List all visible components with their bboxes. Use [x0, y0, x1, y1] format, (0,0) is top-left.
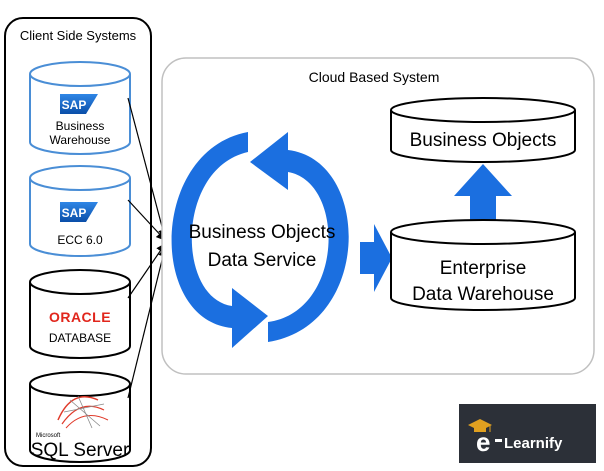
system-label: ECC 6.0 — [57, 233, 103, 247]
svg-text:SAP: SAP — [62, 98, 87, 112]
cloud-panel-title: Cloud Based System — [309, 69, 440, 85]
sql-server-logo-icon — [57, 395, 109, 429]
system-label: Warehouse — [50, 133, 111, 147]
warehouse-label: Data Warehouse — [412, 284, 554, 305]
microsoft-label: Microsoft — [36, 433, 61, 439]
business-objects-database: Business Objects — [390, 97, 576, 163]
warehouse-label: Enterprise — [440, 258, 527, 279]
sap-ecc-database: SAP ECC 6.0 — [29, 165, 131, 257]
system-label: DATABASE — [49, 331, 111, 345]
logo-letter: e — [476, 427, 490, 457]
sap-logo: SAP — [60, 202, 98, 222]
system-label: Business — [56, 119, 105, 133]
sql-server-database: Microsoft SQL Server — [29, 371, 131, 463]
client-panel-title: Client Side Systems — [20, 28, 137, 43]
cycle-arrows-icon — [171, 132, 349, 348]
flow-arrow-right-icon — [360, 224, 392, 292]
enterprise-data-warehouse-database: Enterprise Data Warehouse — [390, 219, 576, 311]
e-learnify-logo: e Learnify — [459, 404, 596, 463]
graduation-cap-icon — [468, 419, 492, 432]
data-service-title: Business Objects — [189, 222, 336, 243]
logo-text: Learnify — [504, 435, 563, 452]
system-label: SQL Server — [31, 440, 130, 461]
oracle-database: ORACLE DATABASE — [29, 269, 131, 359]
connector-arrows — [127, 97, 168, 399]
svg-text:SAP: SAP — [62, 206, 87, 220]
business-objects-label: Business Objects — [410, 130, 557, 151]
sap-business-warehouse-database: SAP Business Warehouse — [29, 61, 131, 155]
sap-logo: SAP — [60, 94, 98, 114]
oracle-logo: ORACLE — [49, 309, 111, 325]
data-service-subtitle: Data Service — [208, 250, 317, 271]
flow-arrow-up-icon — [454, 164, 512, 226]
